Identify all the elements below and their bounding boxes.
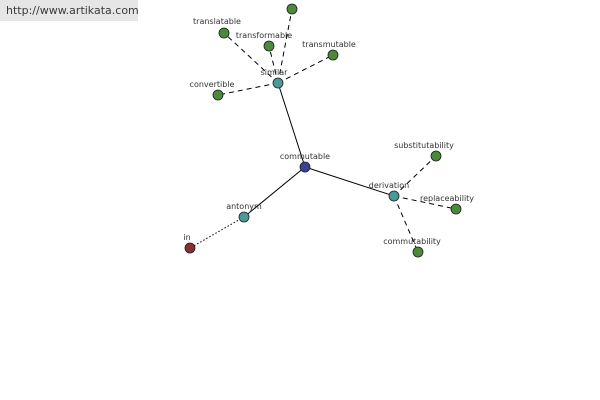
node-antonym-label[interactable]: antonym bbox=[226, 202, 262, 211]
node-substitutability-marker[interactable] bbox=[430, 150, 442, 162]
source-url-banner[interactable]: http://www.artikata.com bbox=[0, 0, 139, 21]
node-transmutable-label[interactable]: transmutable bbox=[302, 40, 356, 49]
edge-similar-to-convertible bbox=[217, 82, 279, 96]
edge-derivation-to-substitutability bbox=[393, 155, 437, 197]
node-similar-label[interactable]: similar bbox=[261, 68, 289, 77]
node-transformable-marker[interactable] bbox=[263, 40, 275, 52]
edge-similar-to-transformable bbox=[268, 45, 279, 84]
edge-similar-to-transmutable bbox=[277, 54, 334, 84]
node-derivation[interactable]: derivation bbox=[369, 181, 409, 202]
node-in-label[interactable]: in bbox=[183, 233, 190, 242]
node-transformable-label[interactable]: transformable bbox=[236, 31, 292, 40]
node-convertible[interactable]: convertible bbox=[190, 80, 235, 101]
edge-derivation-to-replaceability bbox=[393, 195, 457, 210]
node-commutable-label[interactable]: commutable bbox=[280, 152, 330, 161]
node-substitutability-label[interactable]: substitutability bbox=[394, 141, 454, 150]
node-replaceability-label[interactable]: replaceability bbox=[420, 194, 474, 203]
nodes-layer: commutable similar derivation antonym in tran… bbox=[183, 3, 474, 258]
node-derivation-label[interactable]: derivation bbox=[369, 181, 409, 190]
node-convertible-label[interactable]: convertible bbox=[190, 80, 235, 89]
node-commutable-marker[interactable] bbox=[299, 161, 311, 173]
node-translatable-label[interactable]: translatable bbox=[193, 17, 241, 26]
node-replaceability[interactable]: replaceability bbox=[420, 194, 474, 215]
node-translatable[interactable]: translatable bbox=[193, 17, 241, 39]
edge-commutable-to-similar bbox=[277, 82, 306, 168]
node-replaceability-marker[interactable] bbox=[450, 203, 462, 215]
node-commutability-marker[interactable] bbox=[412, 246, 424, 258]
edge-commutable-to-antonym bbox=[243, 166, 306, 218]
node-translatable-marker[interactable] bbox=[218, 27, 230, 39]
edge-antonym-to-in bbox=[189, 216, 245, 249]
node-transformable[interactable]: transformable bbox=[236, 31, 292, 52]
node-in-marker[interactable] bbox=[184, 242, 196, 254]
node-substitutability[interactable]: substitutability bbox=[394, 141, 454, 162]
node-antonym-marker[interactable] bbox=[238, 211, 250, 223]
node-similar-marker[interactable] bbox=[272, 77, 284, 89]
node-in[interactable]: in bbox=[183, 233, 196, 254]
node-top-cut-marker[interactable] bbox=[286, 3, 298, 15]
node-transmutable-marker[interactable] bbox=[327, 49, 339, 61]
edges-layer bbox=[189, 8, 457, 253]
edge-commutable-to-derivation bbox=[304, 166, 395, 197]
node-commutable[interactable]: commutable bbox=[280, 152, 330, 173]
node-top-cut[interactable] bbox=[286, 3, 298, 15]
node-commutability-label[interactable]: commutability bbox=[383, 237, 441, 246]
node-transmutable[interactable]: transmutable bbox=[302, 40, 356, 61]
node-commutability[interactable]: commutability bbox=[383, 237, 441, 258]
node-convertible-marker[interactable] bbox=[212, 89, 224, 101]
edge-similar-to-top-cut bbox=[277, 8, 293, 84]
edge-similar-to-translatable bbox=[223, 32, 279, 84]
node-antonym[interactable]: antonym bbox=[226, 202, 262, 223]
edge-derivation-to-commutability bbox=[393, 195, 419, 253]
node-derivation-marker[interactable] bbox=[388, 190, 400, 202]
node-similar[interactable]: similar bbox=[261, 68, 289, 89]
